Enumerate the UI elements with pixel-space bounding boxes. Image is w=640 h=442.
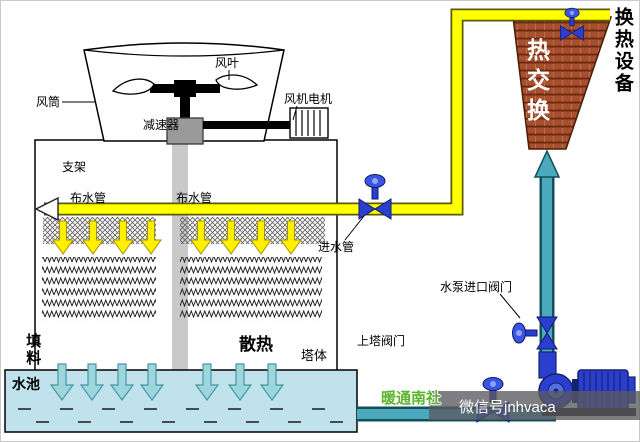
up-flow-arrow <box>533 149 561 178</box>
distribution-pipe-label-left: 布水管 <box>70 191 107 205</box>
tower-body-label: 塔体 <box>301 348 328 363</box>
watermark-wechat-id: 微信号jnhvaca <box>459 399 556 416</box>
fan-housing-rim <box>83 49 285 57</box>
fan-blade-left <box>111 78 155 95</box>
heat-exchange-label: 热交换 <box>523 38 550 128</box>
inlet-pipe-label: 进水管 <box>318 240 355 254</box>
reducer-gearbox <box>166 117 204 145</box>
inlet-arrow <box>34 196 59 222</box>
fan-shaft <box>180 97 190 121</box>
water-pool-shape <box>4 369 358 433</box>
fill-block-left <box>42 257 156 321</box>
up-tower-valve-label: 上塔阀门 <box>357 334 406 348</box>
fan-assembly <box>111 74 259 121</box>
fan-blade-label: 风叶 <box>215 56 240 70</box>
center-shaft <box>172 141 188 371</box>
fill-block-right <box>180 257 322 321</box>
heat-dissipation-label: 散热 <box>239 335 273 354</box>
fan-blade-right <box>215 74 259 90</box>
water-pool-label: 水池 <box>12 376 40 392</box>
hot-water-pipe <box>34 8 610 222</box>
label-lines <box>62 70 521 319</box>
distribution-pipe-label-right: 布水管 <box>176 191 213 205</box>
cooled-water-arrows <box>49 363 285 402</box>
watermark-brand: 暖通南社 <box>381 390 442 407</box>
hot-water-spray-arrows <box>52 220 302 255</box>
fan-motor-shape <box>289 107 329 139</box>
reducer-label: 减速器 <box>143 118 180 132</box>
support-label: 支架 <box>62 160 87 174</box>
pump-inlet-valve-label: 水泵进口阀门 <box>440 280 513 294</box>
drive-shaft <box>203 121 291 129</box>
fill-label: 填料 <box>24 333 42 367</box>
heat-exchange-equipment-label: 换热设备 <box>611 7 633 95</box>
fan-motor-label: 风机电机 <box>284 92 333 106</box>
fan-hub <box>174 80 196 97</box>
fan-cylinder-label: 风筒 <box>36 95 61 109</box>
watermark-bar <box>429 391 640 420</box>
